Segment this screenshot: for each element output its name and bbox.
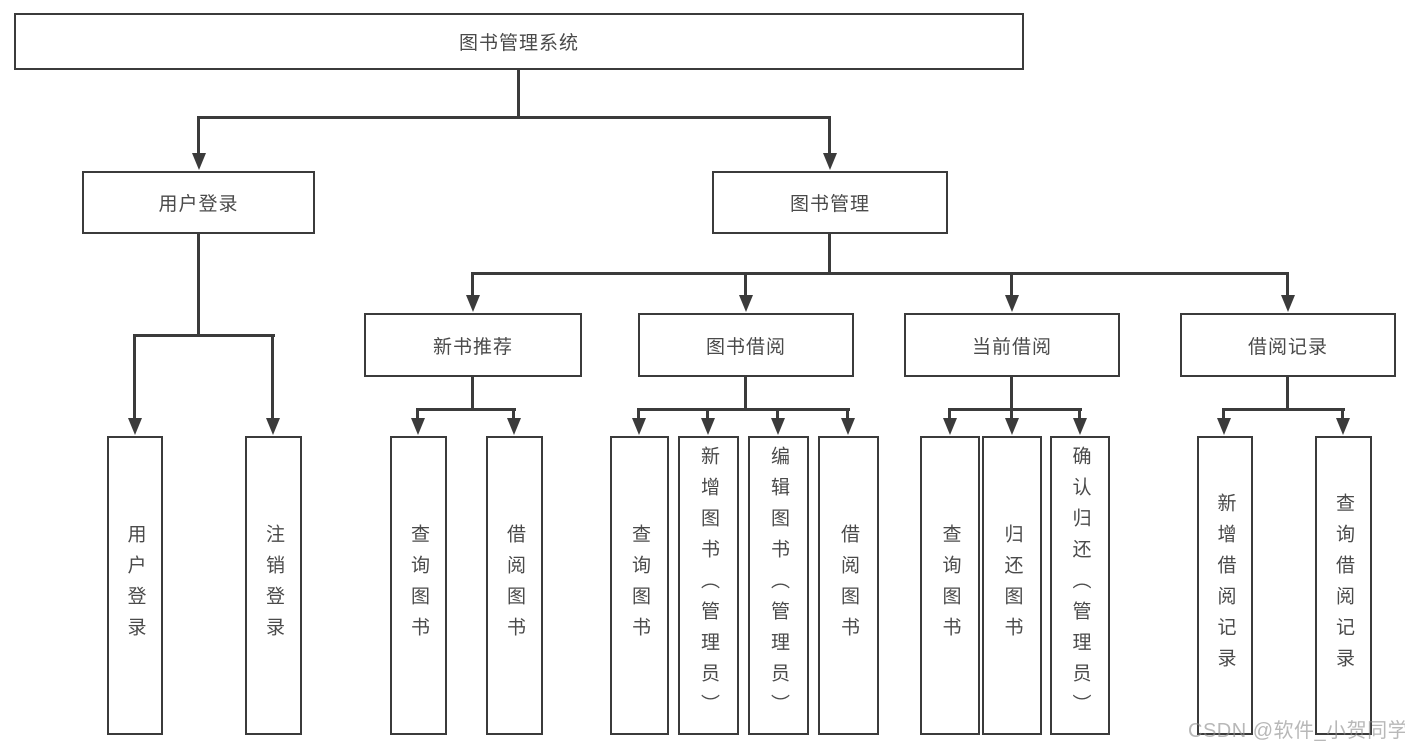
connector-arrow (771, 418, 785, 435)
watermark: CSDN @软件_小贺同学 (1188, 720, 1405, 742)
connector-line (1286, 272, 1289, 299)
leaf-label: 注销登录 (263, 523, 284, 648)
node-leaf-query-books-recommend: 查询图书 (390, 436, 447, 735)
connector-arrow (128, 418, 142, 435)
connector-line (828, 116, 831, 157)
connector-line (416, 408, 419, 423)
node-book-borrow: 图书借阅 (638, 313, 854, 377)
leaf-label: 归还图书 (1001, 523, 1023, 648)
leaf-label: 查询图书 (939, 523, 961, 648)
leaf-label: 用户登录 (124, 523, 146, 648)
node-leaf-add-borrow-record: 新增借阅记录 (1197, 436, 1253, 735)
connector-line (512, 408, 515, 423)
connector-line (418, 408, 516, 411)
node-leaf-confirm-return-admin: 确认归还（管理员） (1050, 436, 1110, 735)
connector-line (828, 234, 831, 274)
leaf-label: 确认归还（管理员） (1069, 446, 1091, 725)
connector-line (1286, 377, 1289, 410)
node-leaf-user-login: 用户登录 (107, 436, 163, 735)
connector-line (1010, 377, 1013, 410)
connector-line (517, 70, 520, 118)
connector-arrow (823, 153, 837, 170)
connector-line (471, 377, 474, 410)
connector-line (133, 334, 136, 423)
node-leaf-edit-books-admin: 编辑图书（管理员） (748, 436, 809, 735)
connector-arrow (1073, 418, 1087, 435)
node-leaf-return-books: 归还图书 (982, 436, 1042, 735)
node-root-library-system: 图书管理系统 (14, 13, 1024, 70)
connector-arrow (411, 418, 425, 435)
connector-line (471, 272, 474, 299)
connector-arrow (192, 153, 206, 170)
connector-line (776, 408, 779, 423)
leaf-label: 借阅图书 (838, 523, 859, 648)
node-leaf-borrow-books-recommend: 借阅图书 (486, 436, 543, 735)
connector-line (1224, 408, 1345, 411)
connector-arrow (1336, 418, 1350, 435)
connector-line (135, 334, 275, 337)
connector-arrow (507, 418, 521, 435)
node-leaf-logout: 注销登录 (245, 436, 302, 735)
connector-arrow (701, 418, 715, 435)
connector-arrow (632, 418, 646, 435)
connector-arrow (943, 418, 957, 435)
node-book-management: 图书管理 (712, 171, 948, 234)
connector-line (1341, 408, 1344, 423)
connector-line (1010, 272, 1013, 299)
connector-line (639, 408, 850, 411)
connector-line (744, 377, 747, 410)
node-leaf-add-books-admin: 新增图书（管理员） (678, 436, 739, 735)
connector-line (1010, 408, 1013, 423)
leaf-label: 查询图书 (629, 523, 650, 648)
connector-line (1078, 408, 1081, 423)
connector-line (197, 234, 200, 336)
connector-line (271, 334, 274, 423)
connector-arrow (1217, 418, 1231, 435)
connector-line (706, 408, 709, 423)
connector-line (199, 116, 831, 119)
connector-line (637, 408, 640, 423)
node-leaf-query-books-current: 查询图书 (920, 436, 980, 735)
connector-arrow (1005, 418, 1019, 435)
node-leaf-query-borrow-record: 查询借阅记录 (1315, 436, 1372, 735)
node-new-book-recommend: 新书推荐 (364, 313, 582, 377)
node-leaf-borrow-books: 借阅图书 (818, 436, 879, 735)
connector-arrow (739, 295, 753, 312)
leaf-label: 借阅图书 (504, 523, 525, 648)
leaf-label: 新增借阅记录 (1214, 492, 1236, 679)
connector-line (197, 116, 200, 157)
node-user-login: 用户登录 (82, 171, 315, 234)
connector-line (744, 272, 747, 299)
leaf-label: 查询图书 (408, 523, 429, 648)
node-borrow-records: 借阅记录 (1180, 313, 1396, 377)
connector-line (948, 408, 951, 423)
leaf-label: 查询借阅记录 (1333, 492, 1354, 679)
connector-line (950, 408, 1082, 411)
connector-arrow (466, 295, 480, 312)
connector-arrow (841, 418, 855, 435)
connector-arrow (1005, 295, 1019, 312)
node-current-borrow: 当前借阅 (904, 313, 1120, 377)
connector-line (1222, 408, 1225, 423)
leaf-label: 新增图书（管理员） (698, 446, 719, 725)
connector-line (473, 272, 1289, 275)
connector-arrow (1281, 295, 1295, 312)
connector-line (846, 408, 849, 423)
node-leaf-query-books-borrow: 查询图书 (610, 436, 669, 735)
connector-arrow (266, 418, 280, 435)
leaf-label: 编辑图书（管理员） (768, 446, 789, 725)
